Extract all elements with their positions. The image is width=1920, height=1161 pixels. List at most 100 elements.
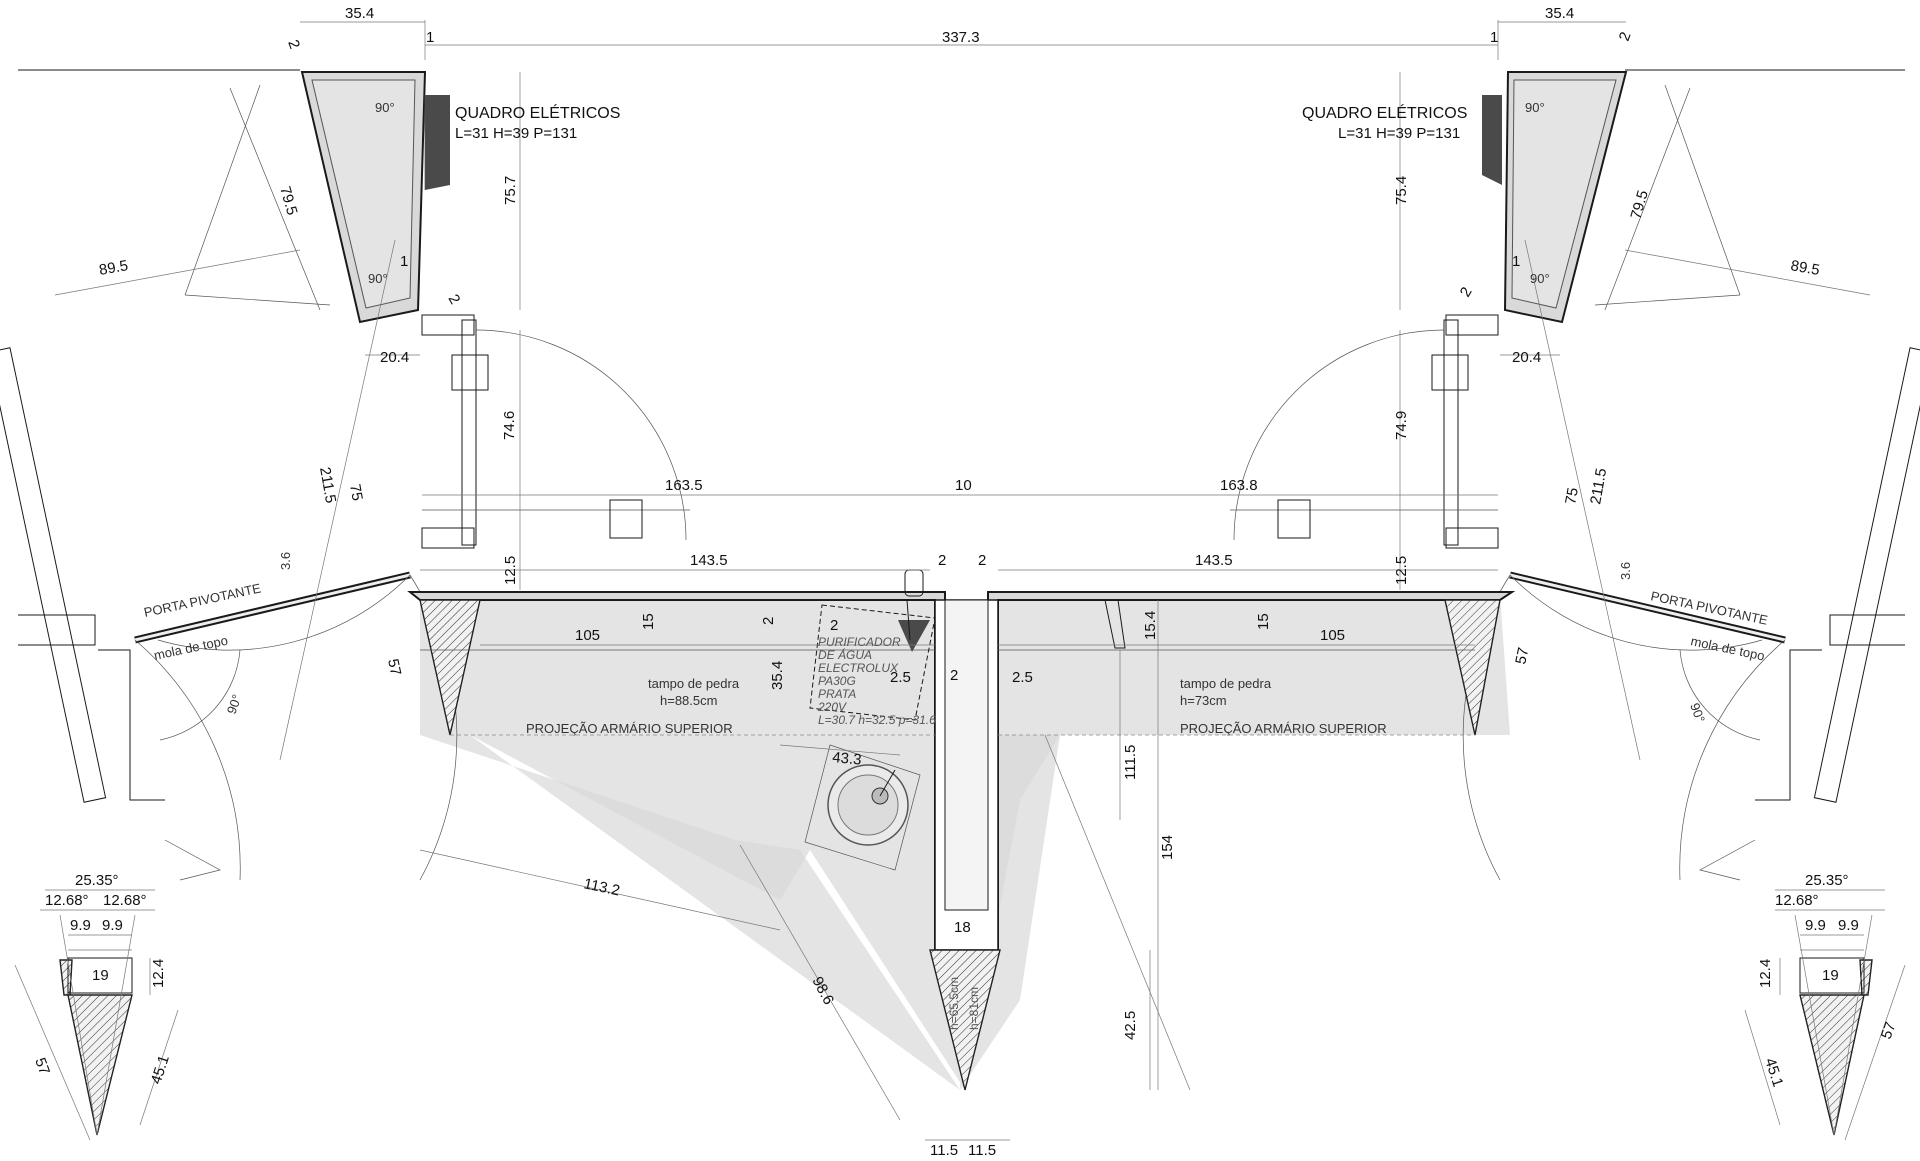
- left-counter-label: tampo de pedra: [648, 676, 740, 691]
- dim-label: 20.4: [380, 349, 409, 366]
- right-door-frame: [1230, 314, 1499, 549]
- water-purifier: [809, 569, 936, 721]
- dim-label: 25.35°: [1805, 872, 1849, 889]
- dim-label: 57: [31, 1056, 53, 1077]
- cabinet-projection-shade: [420, 595, 1510, 1090]
- dim-label: 89.5: [98, 257, 130, 279]
- dim-label: 25.35°: [75, 872, 119, 889]
- dim-label: 12.68°: [103, 892, 147, 909]
- dim-label: 15.4: [1142, 611, 1159, 640]
- dim-label: 75.7: [502, 176, 519, 205]
- dim-label: 12.4: [150, 959, 167, 988]
- dim-label: 12.5: [1393, 556, 1410, 585]
- dim-label: 211.5: [1587, 467, 1610, 506]
- left-detail-section: [14, 889, 179, 1141]
- purifier-line: DE ÁGUA: [818, 647, 872, 662]
- purifier-line: 220V: [817, 700, 847, 714]
- left-panel-label: QUADRO ELÉTRICOS: [455, 103, 620, 122]
- dim-label: 105: [1320, 627, 1345, 644]
- right-panel-label: QUADRO ELÉTRICOS: [1302, 103, 1467, 122]
- dim-label: 1: [426, 29, 434, 46]
- dim-label: 9.9: [1805, 917, 1826, 934]
- dim-label: 19: [92, 967, 109, 984]
- dim-label: 2: [445, 292, 464, 308]
- dim-label: 57: [384, 657, 404, 677]
- height-label: h=65.5cm: [947, 977, 961, 1030]
- dim-label: 57: [1512, 646, 1532, 666]
- dim-label: 75: [346, 483, 366, 502]
- dim-label: 111.5: [1122, 745, 1139, 780]
- dim-label: 35.4: [769, 661, 786, 690]
- dim-label: 79.5: [1628, 188, 1652, 221]
- left-door-hinge: mola de topo: [153, 633, 230, 663]
- dim-label: 105: [575, 627, 600, 644]
- dim-label: 35.4: [1545, 5, 1574, 22]
- dim-label: 12.5: [502, 556, 519, 585]
- right-counter-height: h=73cm: [1180, 693, 1227, 708]
- right-electrical-panel: [1482, 71, 1741, 324]
- right-dimension-labels: 35.4 2 1 90° 90° 1 2 75.4 79.5 89.5 20.4…: [978, 5, 1821, 1040]
- dim-label: 2: [938, 552, 946, 569]
- right-panel-dims: L=31 H=39 P=131: [1338, 125, 1460, 142]
- dim-label: 90°: [1525, 100, 1545, 115]
- dim-label: 90°: [1687, 701, 1708, 725]
- dim-label: 2.5: [1012, 669, 1033, 686]
- purifier-line: ELECTROLUX: [818, 661, 899, 675]
- width-right-label: 11.5: [968, 1142, 996, 1159]
- dim-label: 2: [1457, 284, 1476, 300]
- dim-label: 42.5: [1122, 1011, 1139, 1040]
- left-panel-dims: L=31 H=39 P=131: [455, 125, 577, 142]
- dim-label: 163.5: [665, 477, 703, 494]
- dim-label: 75: [1562, 486, 1582, 505]
- sink: [804, 744, 921, 871]
- gap-label: 10: [955, 477, 972, 494]
- left-counter-height: h=88.5cm: [660, 693, 717, 708]
- dim-label: 43.3: [832, 749, 863, 768]
- dim-label: 90°: [224, 692, 245, 716]
- dim-label: 2: [760, 617, 777, 625]
- dim-label: 2: [830, 617, 838, 634]
- dim-label: 15: [1255, 613, 1272, 630]
- dim-label: 90°: [1530, 271, 1550, 286]
- left-electrical-panel: [184, 71, 450, 324]
- purifier-line: PURIFICADOR: [818, 635, 901, 649]
- dim-label: 90°: [368, 271, 388, 286]
- dim-label: 163.8: [1220, 477, 1258, 494]
- center-dimension-labels: 337.3 10 h=65.5cm h=81cm 11.5 11.5: [930, 29, 996, 1159]
- right-pivot-door: [1462, 571, 1786, 881]
- dim-label: 89.5: [1789, 257, 1821, 279]
- dim-label: 113.2: [582, 875, 621, 899]
- counters: [407, 591, 1516, 1091]
- purifier-line: L=30.7 h=32.5 p=31.6: [818, 713, 936, 727]
- dim-label: 12.68°: [1775, 892, 1819, 909]
- dim-label: 18: [954, 919, 971, 936]
- dim-label: 75.4: [1393, 176, 1410, 205]
- left-cabinet-label: PROJEÇÃO ARMÁRIO SUPERIOR: [526, 721, 733, 736]
- width-left-label: 11.5: [930, 1142, 958, 1159]
- right-detail-section: [1744, 889, 1906, 1141]
- right-detail-labels: 25.35° 12.68° 9.9 9.9 19 12.4 57 45.1: [1757, 872, 1899, 1089]
- dim-label: 1: [1490, 29, 1498, 46]
- dim-label: 2.5: [890, 669, 911, 686]
- dim-label: 9.9: [70, 917, 91, 934]
- dim-label: 79.5: [276, 184, 300, 217]
- dim-label: 3.6: [278, 552, 293, 570]
- dim-label: 2: [1616, 30, 1635, 44]
- dim-label: 15: [640, 613, 657, 630]
- right-cabinet-label: PROJEÇÃO ARMÁRIO SUPERIOR: [1180, 721, 1387, 736]
- dim-label: 12.68°: [45, 892, 89, 909]
- dim-label: 1: [1512, 253, 1520, 270]
- dim-label: 57: [1878, 1020, 1900, 1041]
- dim-label: 45.1: [148, 1053, 173, 1086]
- dim-label: 2: [284, 38, 303, 52]
- dim-label: 143.5: [1195, 552, 1233, 569]
- dim-label: 90°: [375, 100, 395, 115]
- dim-label: 154: [1159, 835, 1176, 860]
- dim-label: 143.5: [690, 552, 728, 569]
- dim-label: 211.5: [316, 466, 339, 505]
- dim-label: 3.6: [1618, 562, 1633, 580]
- left-dimension-labels: 35.4 2 1 90° 90° 1 2 75.7 79.5 89.5 20.4…: [98, 5, 971, 1008]
- dim-label: 20.4: [1512, 349, 1541, 366]
- dim-label: 35.4: [345, 5, 374, 22]
